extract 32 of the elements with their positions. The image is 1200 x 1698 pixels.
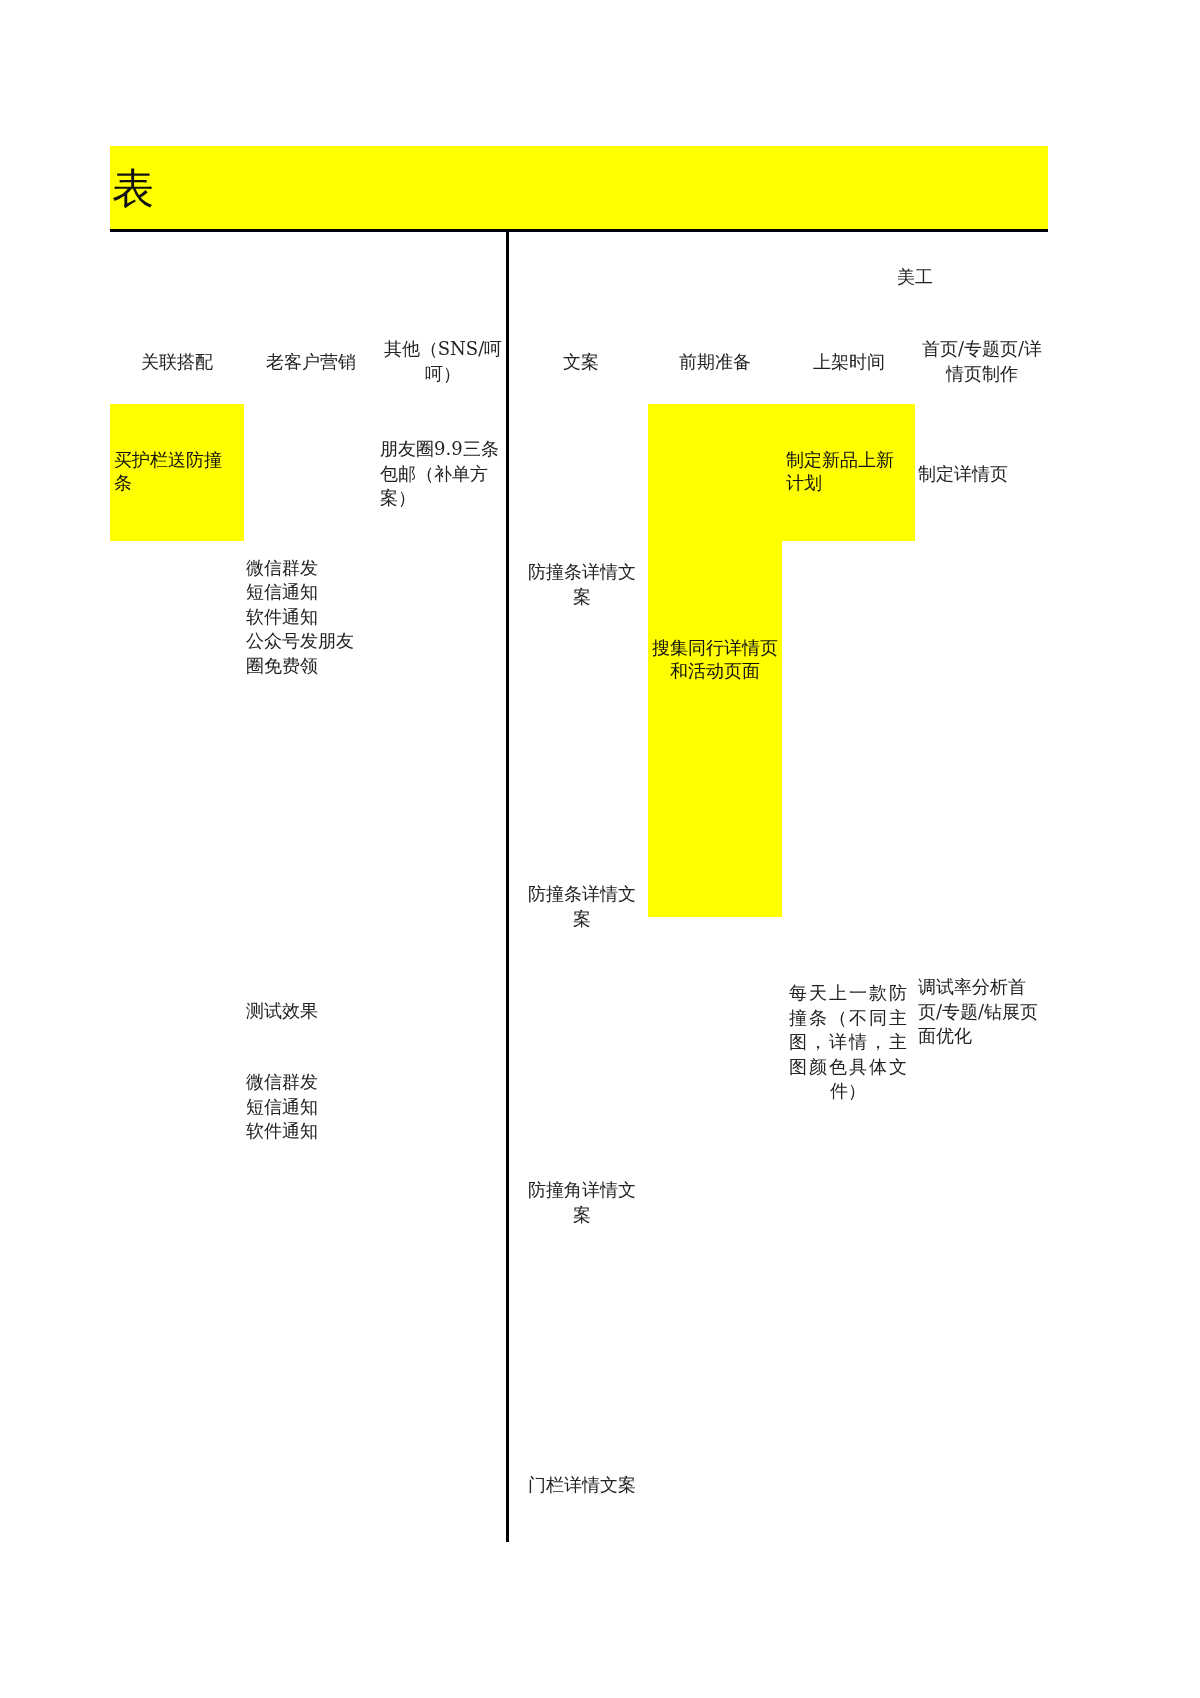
title-band: [110, 146, 1048, 230]
highlight-cell: [648, 404, 782, 917]
cell-text: 公众号发朋友圈免费领: [246, 629, 355, 678]
group-heading: 美工: [896, 265, 934, 289]
cell-text: 制定新品上新计划: [786, 448, 895, 495]
cell-text: 微信群发: [246, 1070, 319, 1094]
column-header: 上架时间: [812, 350, 886, 374]
cell-text: 门栏详情文案: [526, 1473, 637, 1497]
cell-text: 软件通知: [246, 1119, 319, 1143]
cell-text: 朋友圈9.9三条包邮（补单方案）: [380, 437, 500, 510]
cell-text: 测试效果: [246, 999, 319, 1023]
column-header: 首页/专题页/详情页制作: [920, 337, 1044, 386]
column-header: 前期准备: [678, 350, 752, 374]
cell-text: 买护栏送防撞条: [114, 448, 223, 495]
column-header: 文案: [562, 350, 600, 374]
cell-text: 防撞条详情文案: [526, 560, 637, 609]
column-header: 老客户营销: [265, 350, 357, 374]
title-text: 表: [112, 163, 155, 215]
highlight-cell: [782, 404, 915, 541]
cell-text: 软件通知: [246, 605, 319, 629]
cell-text: 微信群发: [246, 556, 319, 580]
cell-text: 制定详情页: [918, 462, 1009, 486]
cell-text: 搜集同行详情页和活动页面: [652, 636, 778, 683]
cell-text: 短信通知: [246, 1095, 319, 1119]
cell-text: 防撞条详情文案: [526, 882, 637, 931]
highlight-cell: [110, 404, 244, 541]
cell-text: 防撞角详情文案: [526, 1178, 637, 1227]
cell-text: 短信通知: [246, 580, 319, 604]
cell-text: 调试率分析首页/专题/钻展页面优化: [918, 975, 1040, 1048]
column-header: 关联搭配: [140, 350, 214, 374]
column-header: 其他（SNS/呵呵）: [382, 337, 504, 386]
cell-text: 每天上一款防撞条（不同主图，详情，主图颜色具体文件）: [789, 981, 907, 1103]
